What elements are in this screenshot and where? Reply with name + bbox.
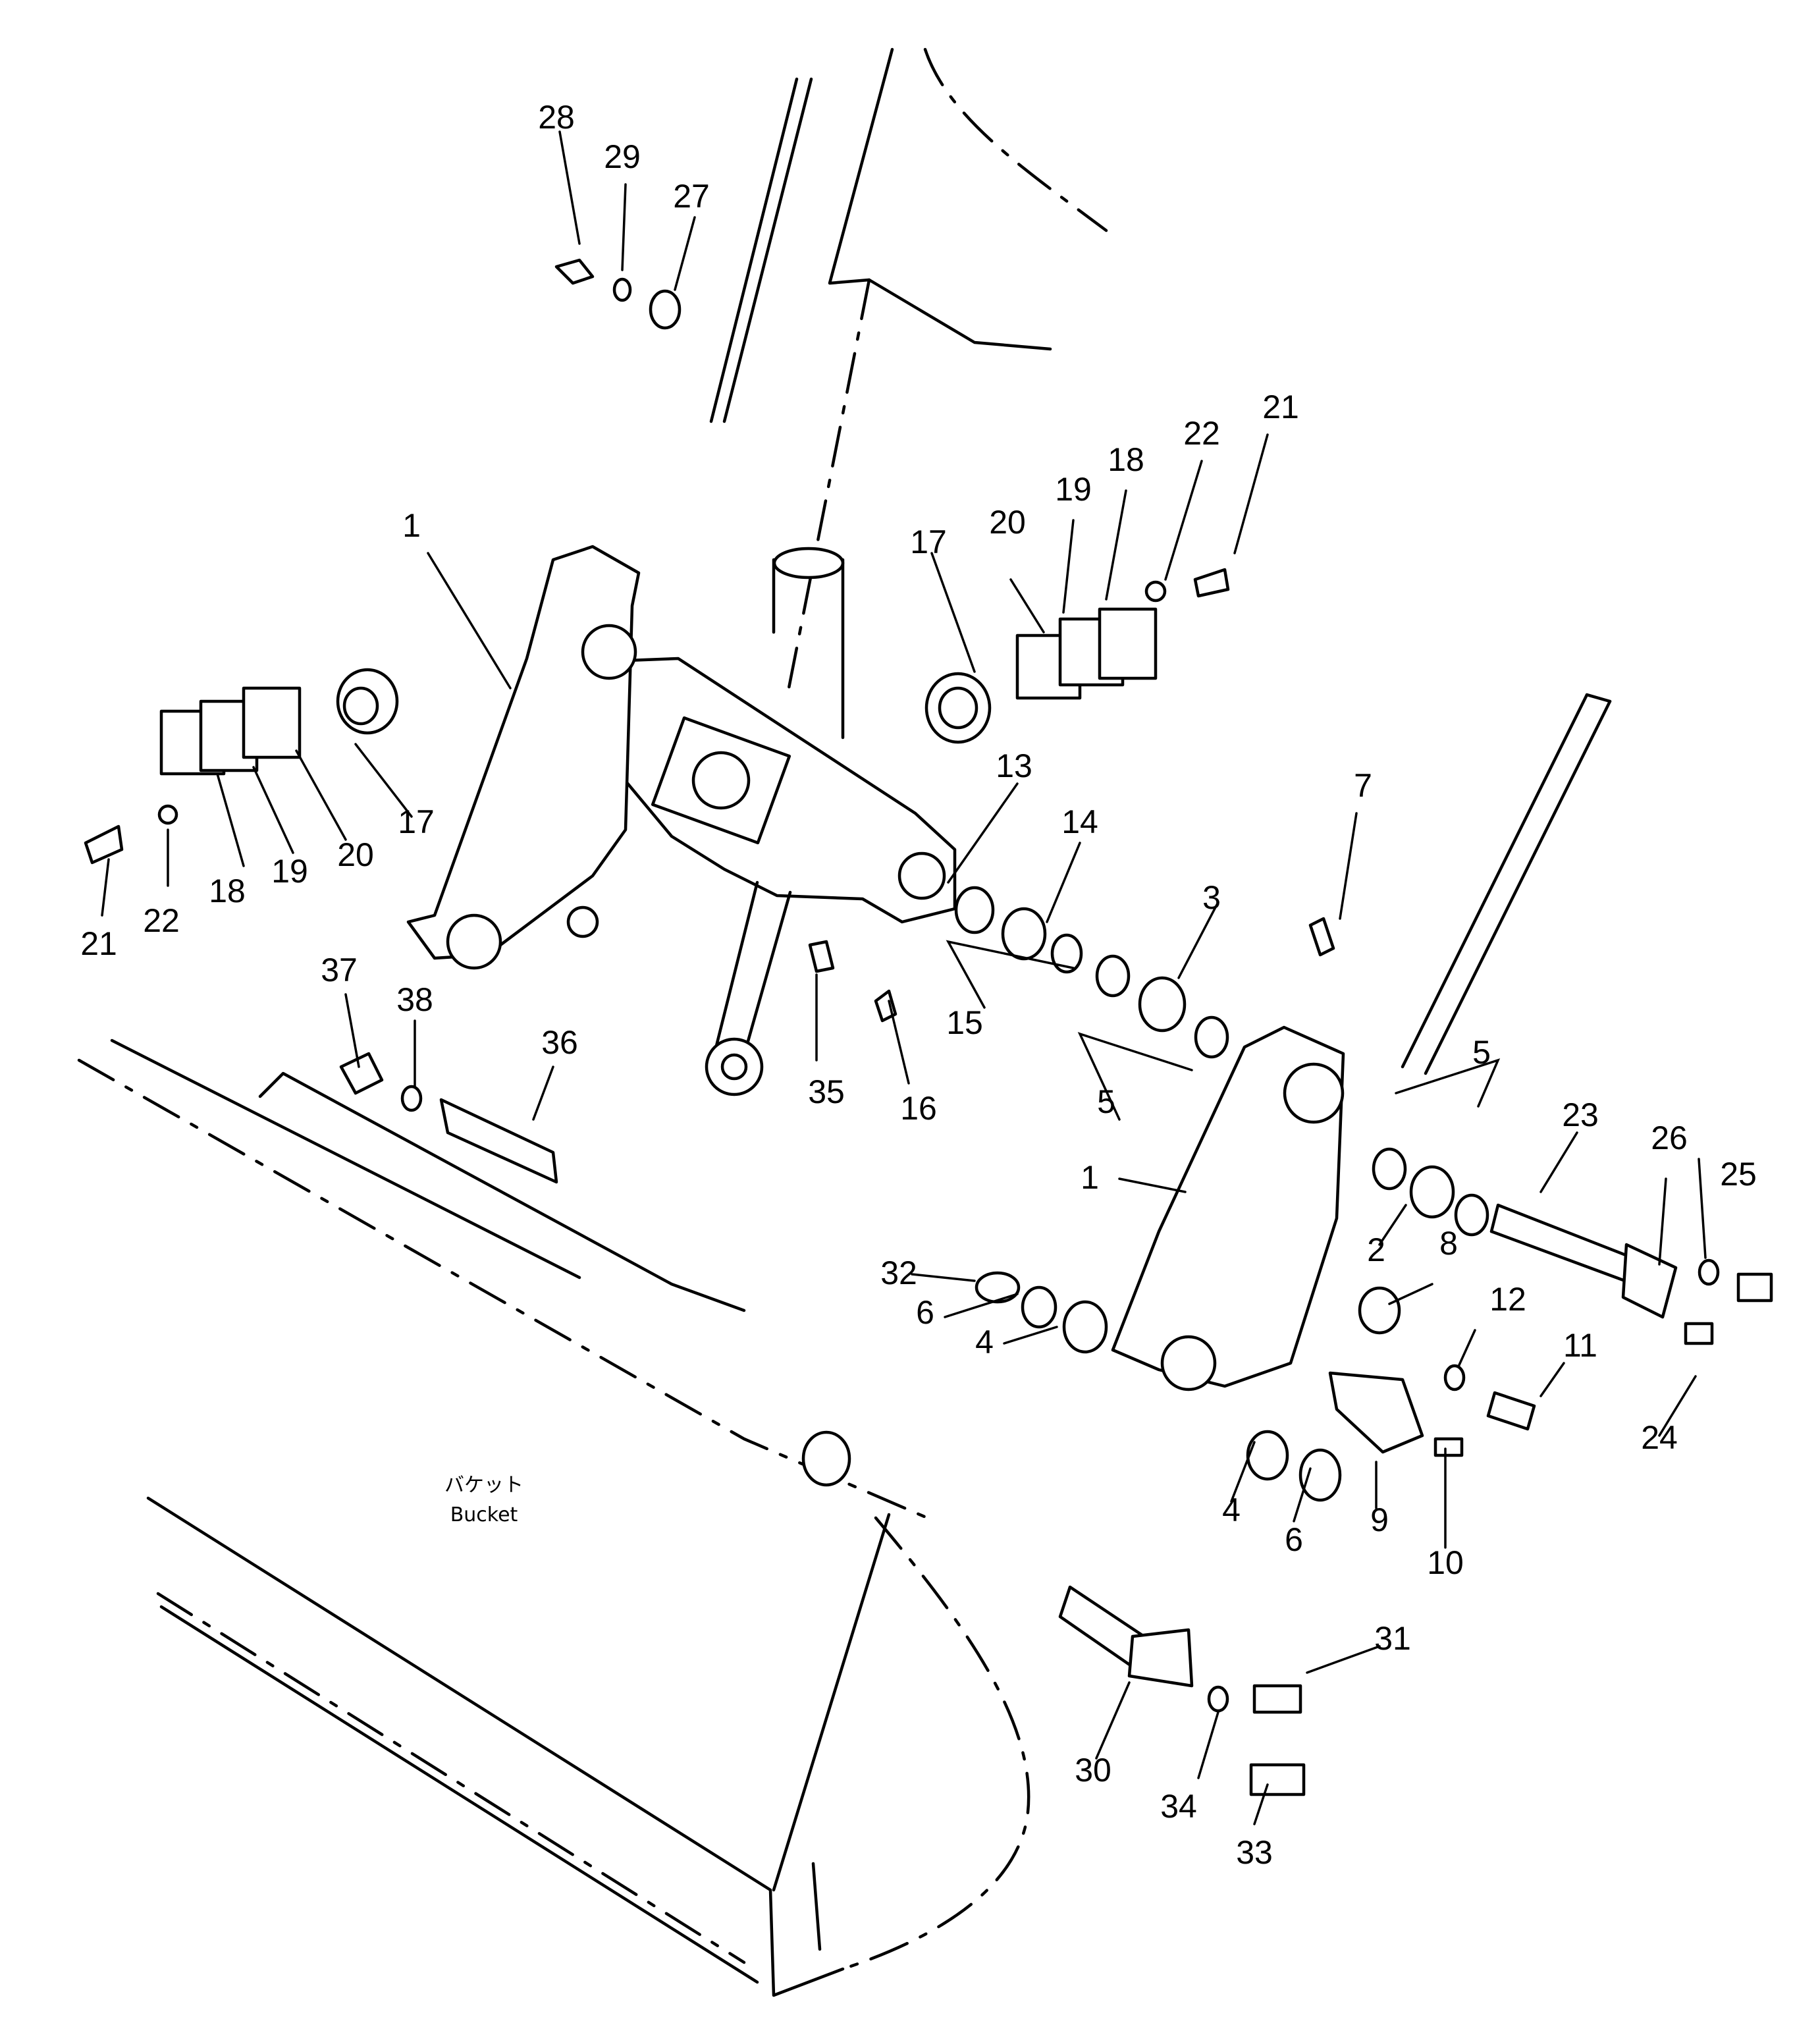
callout-33: 33 (1236, 1834, 1273, 1871)
callout-1-right: 1 (1081, 1159, 1099, 1196)
callout-19-left: 19 (271, 853, 308, 890)
callout-5-lower: 5 (1097, 1083, 1115, 1120)
callout-32: 32 (880, 1254, 917, 1291)
callout-18-left: 18 (209, 873, 246, 909)
callout-16: 16 (900, 1090, 937, 1127)
callout-7: 7 (1354, 767, 1372, 804)
callout-26: 26 (1651, 1119, 1688, 1156)
callout-8: 8 (1439, 1225, 1458, 1262)
right-cover-kit (924, 568, 1230, 744)
callout-11: 11 (1563, 1327, 1597, 1364)
callout-2: 2 (1367, 1231, 1385, 1268)
callout-6-left: 6 (916, 1294, 934, 1331)
pins-and-hardware (339, 258, 1773, 1796)
callout-18-right: 18 (1108, 441, 1144, 478)
callout-21-left: 21 (80, 925, 117, 962)
callout-17-left: 17 (398, 803, 435, 840)
callout-17-right: 17 (910, 524, 947, 560)
left-bellcrank (406, 545, 641, 970)
leader-lines (101, 130, 1707, 1825)
callout-36: 36 (541, 1024, 578, 1061)
callout-5-upper: 5 (1472, 1034, 1491, 1071)
callout-27: 27 (673, 178, 710, 215)
callout-20-right: 20 (989, 504, 1026, 541)
bucket-caption-en: Bucket (450, 1503, 518, 1526)
bucket-outline (77, 1038, 1030, 1997)
callout-6-right: 6 (1285, 1521, 1303, 1558)
callout-37: 37 (321, 952, 358, 988)
callout-3: 3 (1202, 879, 1221, 916)
callout-9: 9 (1370, 1501, 1389, 1538)
left-cover-kit (84, 668, 399, 865)
callout-30: 30 (1075, 1752, 1111, 1789)
right-bellcrank (1111, 1025, 1345, 1391)
callout-20-left: 20 (337, 836, 374, 873)
callout-14: 14 (1061, 803, 1098, 840)
callout-34: 34 (1160, 1788, 1197, 1825)
boom-outline (709, 47, 1612, 1075)
callout-4-left: 4 (975, 1324, 994, 1361)
callout-1-left: 1 (402, 507, 421, 544)
callout-23: 23 (1562, 1096, 1599, 1133)
bucket-caption-jp: バケット (444, 1474, 523, 1497)
callout-19-right: 19 (1055, 471, 1092, 508)
callout-12: 12 (1489, 1281, 1526, 1318)
callout-4-right: 4 (1222, 1492, 1241, 1528)
callout-22-left: 22 (143, 902, 180, 939)
callout-38: 38 (396, 981, 433, 1018)
callout-13: 13 (996, 747, 1032, 784)
central-frame (591, 547, 957, 1096)
callout-labels: 28 29 27 1 17 20 19 18 22 21 17 20 19 18… (80, 99, 1757, 1871)
callout-29: 29 (604, 138, 641, 175)
callout-28: 28 (538, 99, 575, 136)
callout-25: 25 (1720, 1156, 1757, 1193)
callout-35: 35 (808, 1073, 845, 1110)
bushings (954, 886, 1489, 1502)
callout-24: 24 (1641, 1419, 1678, 1456)
callout-21-right: 21 (1262, 389, 1299, 425)
callout-10: 10 (1427, 1544, 1464, 1581)
callout-31: 31 (1374, 1620, 1411, 1657)
callout-22-right: 22 (1183, 415, 1220, 452)
callout-15: 15 (946, 1004, 983, 1041)
